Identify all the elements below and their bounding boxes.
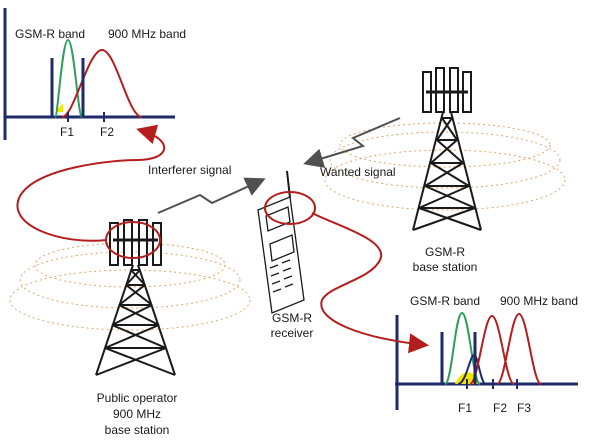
receiver-label-line1: GSM-R [272,311,312,325]
public-bs-label-line3: base station [105,423,170,437]
receiver-antenna-highlight [264,191,316,225]
gsmr-band-label: GSM-R band [15,27,85,41]
band-900-curve [61,48,143,118]
f3-label: F3 [517,401,531,415]
public-bs-label-line2: 900 MHz [113,407,161,421]
gsmr-base-station-tower [412,67,482,231]
wanted-signal-label: Wanted signal [320,165,396,179]
gsmr-receiver-handset [257,170,305,314]
link-receiver-to-bottom-plot [311,212,429,354]
interferer-signal-arrow [157,177,266,214]
spectrum-plot-bottom: GSM-R band 900 MHz band F1 F2 F3 [395,294,578,415]
band-900-label: 900 MHz band [500,294,578,308]
band-900-label: 900 MHz band [108,27,186,41]
f2-label: F2 [493,401,507,415]
gsmr-bs-label-line1: GSM-R [425,245,465,259]
spectrum-plot-top: GSM-R band 900 MHz band F1 F2 [3,8,186,140]
receiver-label-line2: receiver [271,326,314,340]
gsmr-bs-label-line2: base station [413,260,478,274]
gsmr-band-curve [54,38,83,118]
interferer-signal-label: Interferer signal [148,163,231,177]
public-operator-tower [95,219,176,376]
band-900-curve-1 [469,314,515,385]
f1-label: F1 [458,401,472,415]
gsmr-band-label: GSM-R band [410,294,480,308]
public-bs-label-line1: Public operator [97,391,178,405]
f1-label: F1 [60,125,74,139]
link-public-to-top-plot [16,124,166,242]
wanted-signal-arrow [303,117,401,168]
band-900-curve-2 [496,312,542,385]
f2-label: F2 [100,125,114,139]
